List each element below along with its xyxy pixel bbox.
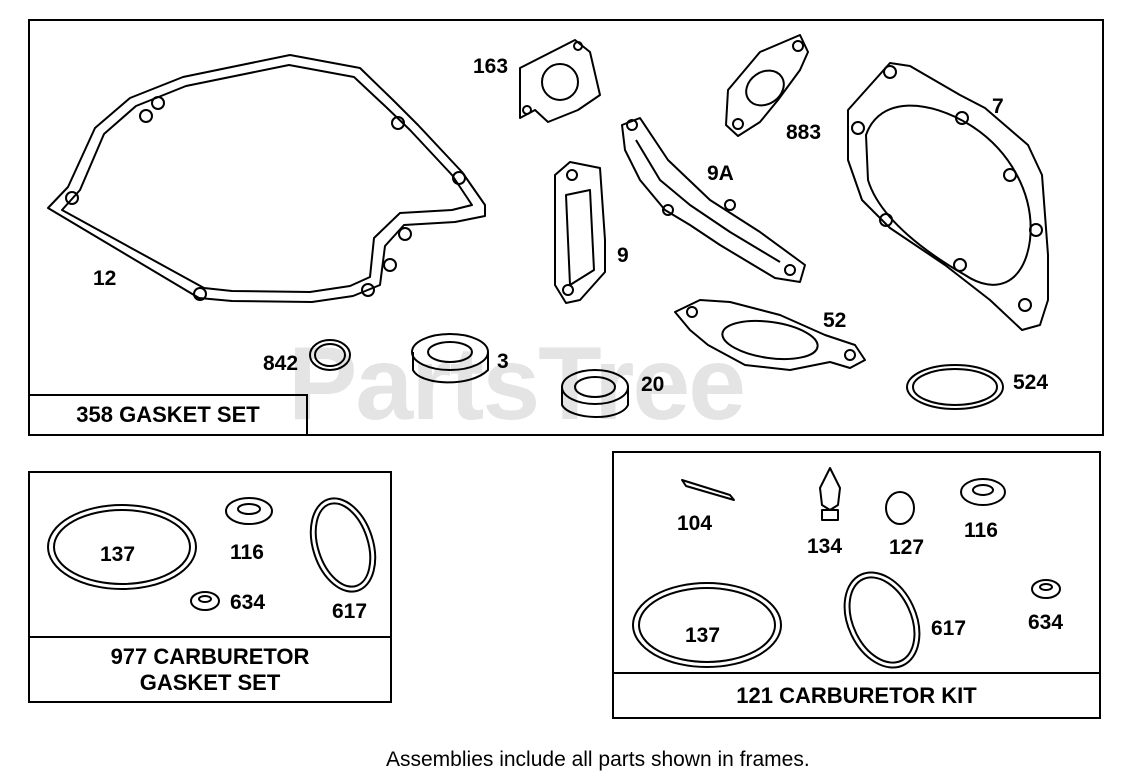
label-137: 137 bbox=[100, 543, 136, 566]
gasket-883-icon bbox=[725, 34, 809, 137]
oring-137-kit-icon bbox=[632, 582, 782, 668]
gasket-163-icon bbox=[519, 39, 601, 123]
head-gasket-7-icon bbox=[847, 62, 1049, 331]
label-842: 842 bbox=[263, 352, 299, 375]
washer-116-icon bbox=[225, 497, 273, 525]
label-7: 7 bbox=[992, 95, 1004, 118]
label-137-kit: 137 bbox=[685, 624, 721, 647]
crankcase-gasket-12-icon bbox=[47, 54, 486, 303]
label-617-kit: 617 bbox=[931, 617, 967, 640]
footnote: Assemblies include all parts shown in fr… bbox=[386, 748, 810, 771]
needle-134-icon bbox=[819, 467, 841, 521]
label-116-kit: 116 bbox=[964, 519, 998, 542]
label-52: 52 bbox=[823, 309, 847, 332]
label-634: 634 bbox=[230, 591, 266, 614]
carb-kit-caption: 121 CARBURETOR KIT bbox=[612, 672, 1101, 719]
carb-gasket-set-caption: 977 CARBURETOR GASKET SET bbox=[28, 636, 392, 703]
oring-137-icon bbox=[47, 504, 197, 590]
label-9a: 9A bbox=[707, 162, 734, 185]
label-127: 127 bbox=[889, 536, 925, 559]
label-524: 524 bbox=[1013, 371, 1049, 394]
label-617: 617 bbox=[332, 600, 368, 623]
pin-104-icon bbox=[681, 479, 735, 501]
gasket-9-icon bbox=[554, 161, 606, 304]
gasket-9a-icon bbox=[621, 117, 806, 283]
label-163: 163 bbox=[473, 55, 509, 78]
watermark: PartsTree bbox=[288, 326, 746, 442]
carb-gasket-caption-line1: 977 CARBURETOR bbox=[110, 644, 310, 670]
carb-gasket-caption-line2: GASKET SET bbox=[139, 669, 281, 695]
label-20: 20 bbox=[641, 373, 665, 396]
label-9: 9 bbox=[617, 244, 629, 267]
label-634-kit: 634 bbox=[1028, 611, 1064, 634]
gasket-set-frame bbox=[28, 19, 1104, 436]
oring-617-kit-icon bbox=[843, 571, 921, 669]
label-134: 134 bbox=[807, 535, 843, 558]
washer-116-kit-icon bbox=[960, 478, 1006, 506]
gasket-52-icon bbox=[674, 299, 866, 371]
label-883: 883 bbox=[786, 121, 822, 144]
oring-617-icon bbox=[309, 497, 377, 593]
label-104: 104 bbox=[677, 512, 713, 535]
oil-seal-3-icon bbox=[411, 333, 489, 384]
oring-524-icon bbox=[906, 364, 1004, 410]
plug-127-icon bbox=[885, 491, 915, 525]
washer-634-icon bbox=[190, 591, 220, 611]
label-3: 3 bbox=[497, 350, 509, 373]
label-116: 116 bbox=[230, 541, 264, 564]
label-12: 12 bbox=[93, 267, 117, 290]
gasket-set-caption: 358 GASKET SET bbox=[28, 394, 308, 436]
washer-634-kit-icon bbox=[1031, 579, 1061, 599]
oring-842-icon bbox=[309, 339, 351, 371]
oil-seal-20-icon bbox=[561, 369, 629, 418]
